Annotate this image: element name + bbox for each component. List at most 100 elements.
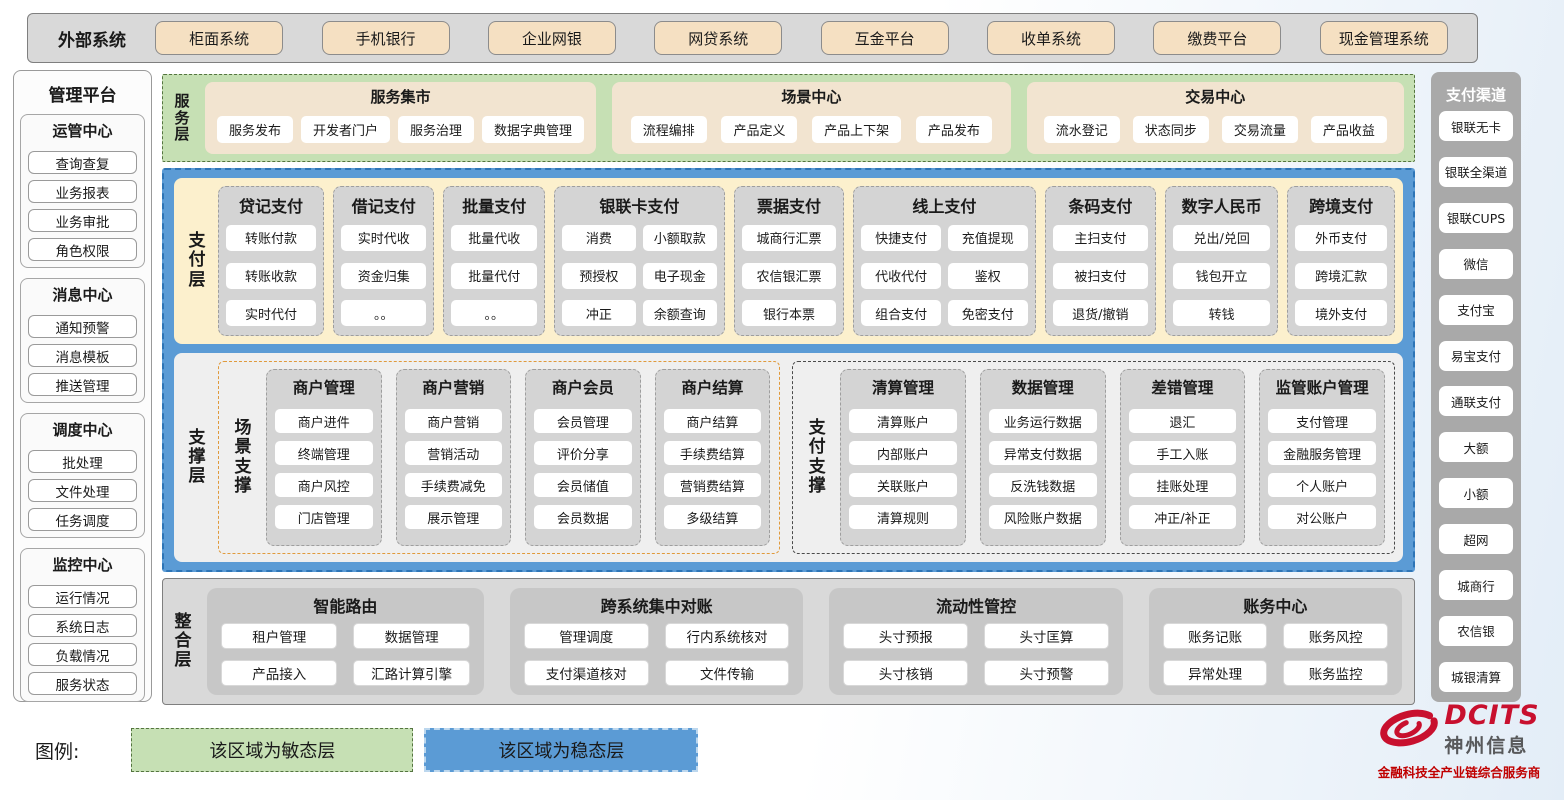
integration-item-button[interactable]: 账务风控 (1283, 623, 1388, 650)
service-item-button[interactable]: 产品收益 (1310, 116, 1387, 143)
management-item-button[interactable]: 消息模板 (28, 344, 137, 367)
payment-item-button[interactable]: 退货/撤销 (1052, 300, 1149, 327)
support-item-button[interactable]: 会员储值 (534, 473, 632, 497)
integration-item-button[interactable]: 头寸预警 (984, 659, 1109, 686)
service-item-button[interactable]: 流程编排 (630, 116, 707, 143)
payment-channel-button[interactable]: 银联CUPS (1439, 202, 1513, 233)
integration-item-button[interactable]: 产品接入 (221, 659, 338, 686)
integration-item-button[interactable]: 头寸核销 (843, 659, 969, 686)
support-item-button[interactable]: 个人账户 (1268, 473, 1377, 497)
support-item-button[interactable]: 门店管理 (275, 505, 373, 529)
service-item-button[interactable]: 服务发布 (217, 116, 294, 143)
service-item-button[interactable]: 服务治理 (398, 116, 475, 143)
payment-channel-button[interactable]: 大额 (1439, 432, 1513, 463)
payment-channel-button[interactable]: 通联支付 (1439, 386, 1513, 417)
external-system-button[interactable]: 收单系统 (987, 21, 1116, 55)
payment-channel-button[interactable]: 银联全渠道 (1439, 156, 1513, 187)
management-item-button[interactable]: 负载情况 (28, 643, 137, 666)
support-item-button[interactable]: 退汇 (1128, 409, 1237, 433)
support-item-button[interactable]: 清算账户 (849, 409, 957, 433)
integration-item-button[interactable]: 行内系统核对 (664, 623, 790, 650)
integration-item-button[interactable]: 头寸匡算 (984, 623, 1109, 650)
payment-item-button[interactable]: 转账收款 (226, 262, 316, 289)
support-item-button[interactable]: 多级结算 (663, 505, 762, 529)
support-item-button[interactable]: 会员管理 (534, 409, 632, 433)
management-item-button[interactable]: 查询查复 (28, 151, 137, 174)
payment-channel-button[interactable]: 微信 (1439, 248, 1513, 279)
payment-item-button[interactable]: 余额查询 (642, 300, 717, 327)
payment-item-button[interactable]: 小额取款 (642, 224, 717, 251)
support-item-button[interactable]: 业务运行数据 (988, 409, 1097, 433)
support-item-button[interactable]: 手续费减免 (404, 473, 503, 497)
integration-item-button[interactable]: 账务记账 (1162, 623, 1268, 650)
support-item-button[interactable]: 异常支付数据 (988, 441, 1097, 465)
payment-item-button[interactable]: 兑出/兑回 (1173, 224, 1271, 251)
support-item-button[interactable]: 支付管理 (1268, 409, 1377, 433)
integration-item-button[interactable]: 数据管理 (353, 623, 470, 650)
payment-channel-button[interactable]: 城银清算 (1439, 661, 1513, 692)
external-system-button[interactable]: 企业网银 (487, 21, 616, 55)
support-item-button[interactable]: 会员数据 (534, 505, 632, 529)
payment-channel-button[interactable]: 银联无卡 (1439, 111, 1513, 141)
payment-item-button[interactable]: 鉴权 (947, 262, 1028, 289)
payment-item-button[interactable]: 冲正 (561, 300, 636, 327)
integration-item-button[interactable]: 管理调度 (523, 623, 649, 650)
support-item-button[interactable]: 评价分享 (534, 441, 632, 465)
payment-channel-button[interactable]: 小额 (1439, 478, 1513, 509)
payment-item-button[interactable]: 充值提现 (947, 224, 1028, 251)
payment-item-button[interactable]: 银行本票 (741, 300, 837, 327)
management-item-button[interactable]: 任务调度 (28, 508, 137, 531)
payment-item-button[interactable]: 城商行汇票 (741, 224, 837, 251)
payment-item-button[interactable]: 批量代付 (451, 262, 537, 289)
payment-item-button[interactable]: 转钱 (1173, 300, 1271, 327)
support-item-button[interactable]: 展示管理 (404, 505, 503, 529)
service-item-button[interactable]: 流水登记 (1043, 116, 1120, 143)
support-item-button[interactable]: 清算规则 (849, 505, 957, 529)
service-item-button[interactable]: 产品定义 (721, 116, 798, 143)
integration-item-button[interactable]: 支付渠道核对 (523, 659, 649, 686)
support-item-button[interactable]: 商户营销 (404, 409, 503, 433)
external-system-button[interactable]: 互金平台 (820, 21, 949, 55)
payment-channel-button[interactable]: 农信银 (1439, 615, 1513, 646)
integration-item-button[interactable]: 异常处理 (1162, 659, 1268, 686)
external-system-button[interactable]: 现金管理系统 (1319, 21, 1448, 55)
management-item-button[interactable]: 批处理 (28, 450, 137, 473)
integration-item-button[interactable]: 汇路计算引擎 (353, 659, 470, 686)
service-item-button[interactable]: 开发者门户 (301, 116, 391, 143)
payment-item-button[interactable]: 快捷支付 (861, 224, 941, 251)
payment-item-button[interactable]: 资金归集 (340, 262, 427, 289)
integration-item-button[interactable]: 头寸预报 (843, 623, 969, 650)
external-system-button[interactable]: 网贷系统 (654, 21, 783, 55)
external-system-button[interactable]: 缴费平台 (1153, 21, 1282, 55)
payment-item-button[interactable]: 被扫支付 (1052, 262, 1149, 289)
support-item-button[interactable]: 手续费结算 (663, 441, 762, 465)
payment-item-button[interactable]: 外币支付 (1295, 224, 1388, 251)
support-item-button[interactable]: 关联账户 (849, 473, 957, 497)
management-item-button[interactable]: 文件处理 (28, 479, 137, 502)
payment-item-button[interactable]: 电子现金 (642, 262, 717, 289)
payment-item-button[interactable]: 实时代收 (340, 224, 427, 251)
payment-item-button[interactable]: 。。 (340, 300, 427, 327)
management-item-button[interactable]: 角色权限 (28, 238, 137, 261)
payment-item-button[interactable]: 消费 (561, 224, 636, 251)
integration-item-button[interactable]: 文件传输 (664, 659, 790, 686)
service-item-button[interactable]: 数据字典管理 (482, 116, 585, 143)
support-item-button[interactable]: 商户进件 (275, 409, 373, 433)
payment-item-button[interactable]: 免密支付 (947, 300, 1028, 327)
service-item-button[interactable]: 产品上下架 (812, 116, 902, 143)
payment-item-button[interactable]: 代收代付 (861, 262, 941, 289)
support-item-button[interactable]: 金融服务管理 (1268, 441, 1377, 465)
service-item-button[interactable]: 交易流量 (1221, 116, 1298, 143)
support-item-button[interactable]: 风险账户数据 (988, 505, 1097, 529)
payment-item-button[interactable]: 主扫支付 (1052, 224, 1149, 251)
support-item-button[interactable]: 商户结算 (663, 409, 762, 433)
management-item-button[interactable]: 运行情况 (28, 585, 137, 608)
support-item-button[interactable]: 对公账户 (1268, 505, 1377, 529)
payment-item-button[interactable]: 批量代收 (451, 224, 537, 251)
payment-item-button[interactable]: 预授权 (561, 262, 636, 289)
integration-item-button[interactable]: 租户管理 (221, 623, 338, 650)
payment-item-button[interactable]: 农信银汇票 (741, 262, 837, 289)
management-item-button[interactable]: 业务审批 (28, 209, 137, 232)
support-item-button[interactable]: 手工入账 (1128, 441, 1237, 465)
service-item-button[interactable]: 状态同步 (1132, 116, 1209, 143)
